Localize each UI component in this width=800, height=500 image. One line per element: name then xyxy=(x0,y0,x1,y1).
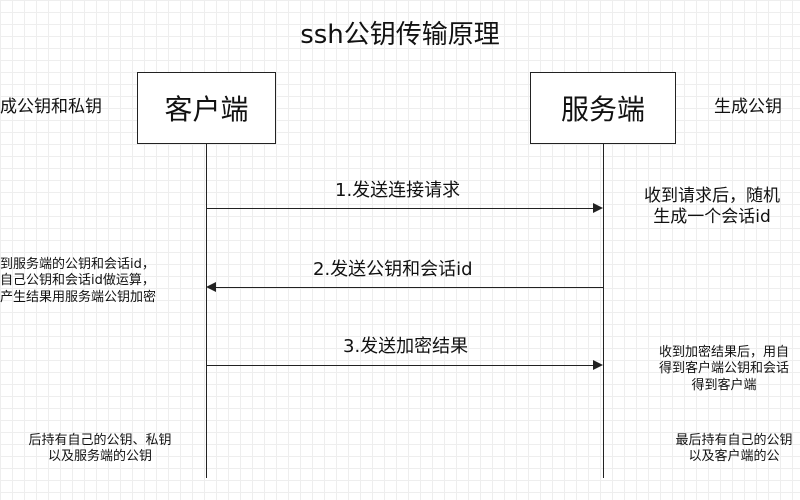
client-keygen-note: 成公钥和私钥 xyxy=(0,97,102,117)
server-final-note-line: 以及客户端的公 xyxy=(688,449,780,465)
message-2-arrow xyxy=(216,287,603,288)
client-compute-note-line: 产生结果用服务端公钥加密 xyxy=(0,289,157,305)
message-1-arrowhead xyxy=(593,203,603,213)
message-3-arrowhead xyxy=(593,360,603,370)
server-final-note-line: 最后持有自己的公钥 xyxy=(675,433,793,448)
server-lifeline xyxy=(603,144,604,478)
client-compute-note-line: 到服务端的公钥和会话id， xyxy=(0,257,155,272)
message-1-arrow xyxy=(206,208,594,209)
client-label: 客户端 xyxy=(164,93,249,126)
client-final-note-line: 后持有自己的公钥、私钥 xyxy=(28,433,172,448)
client-lifeline xyxy=(206,144,207,478)
message-2-label: 2.发送公钥和会话id xyxy=(313,259,473,280)
server-box: 服务端 xyxy=(530,72,676,144)
client-compute-note: 到服务端的公钥和会话id， 自己公钥和会话id做运算， 产生结果用服务端公钥加密 xyxy=(0,257,156,306)
server-final-note: 最后持有自己的公钥 以及客户端的公 xyxy=(634,433,800,466)
message-2-arrowhead xyxy=(206,282,216,292)
server-keygen-note: 生成公钥 xyxy=(714,97,782,117)
server-session-note: 收到请求后，随机 生成一个会话id xyxy=(612,186,800,229)
client-box: 客户端 xyxy=(137,72,276,144)
message-3-label: 3.发送加密结果 xyxy=(343,336,469,357)
server-verify-note-line: 收到加密结果后，用自 xyxy=(658,345,789,360)
server-verify-note-line: 得到客户端 xyxy=(691,377,757,393)
server-session-note-line: 收到请求后，随机 xyxy=(644,186,780,206)
message-1-label: 1.发送连接请求 xyxy=(335,180,461,201)
client-compute-note-line: 自己公钥和会话id做运算， xyxy=(0,273,155,289)
client-final-note: 后持有自己的公钥、私钥 以及服务端的公钥 xyxy=(0,433,200,466)
server-verify-note: 收到加密结果后，用自 得到客户端公钥和会话 得到客户端 xyxy=(624,345,800,394)
message-3-arrow xyxy=(206,365,594,366)
server-verify-note-line: 得到客户端公钥和会话 xyxy=(658,361,789,377)
diagram-title: ssh公钥传输原理 xyxy=(300,20,500,50)
server-label: 服务端 xyxy=(560,93,645,126)
client-final-note-line: 以及服务端的公钥 xyxy=(47,449,152,465)
server-session-note-line: 生成一个会话id xyxy=(653,207,771,228)
